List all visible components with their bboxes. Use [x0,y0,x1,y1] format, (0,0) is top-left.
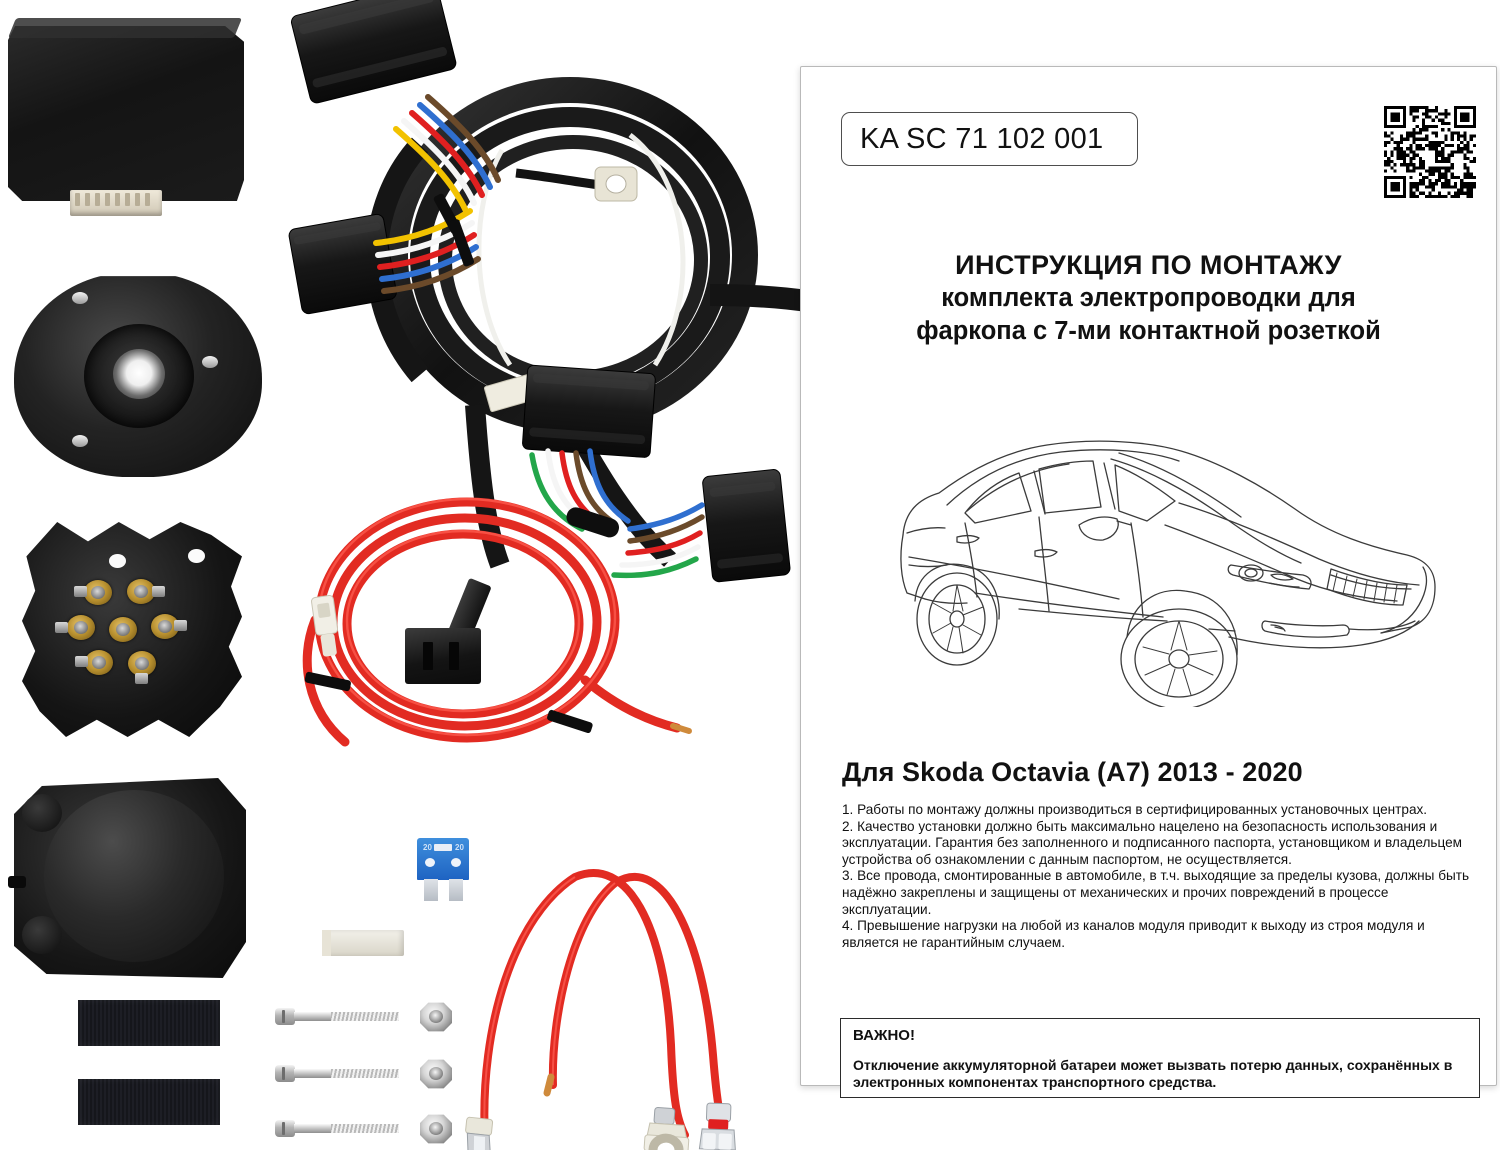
socket-hinge [22,916,62,954]
nut [420,1114,452,1144]
socket-terminal [85,650,113,675]
terminal-screw [174,620,187,631]
note-item: 1. Работы по монтажу должны производитьс… [842,802,1428,817]
socket-rear-terminals [22,522,242,737]
nut [420,1059,452,1089]
fuse-rating-right: 20 [455,843,464,852]
note-item: 3. Все провода, смонтированные в автомоб… [842,868,1470,917]
gasket-bolt-hole [72,435,88,447]
instruction-sheet: KA SC 71 102 001 ИНСТРУКЦИЯ ПО МОНТАЖУ к… [800,66,1497,1098]
control-module-body [8,26,244,201]
screw-head [275,1065,295,1082]
fuse-blade-leg [449,879,463,901]
socket-notch [8,876,26,888]
velcro-strip [78,1000,220,1046]
gasket-center-hole [113,349,165,399]
sku-box: KA SC 71 102 001 [841,112,1138,166]
fuse-slot [451,858,461,867]
skoda-octavia-line-drawing [879,407,1459,707]
control-module [7,10,258,216]
terminal-screw [55,622,68,633]
screw-head [275,1008,295,1025]
control-module-connector [70,190,162,216]
screw-head [275,1120,295,1137]
control-module-top-face [7,18,243,38]
rubber-gasket [14,272,262,477]
fuse-blade-leg [424,879,438,901]
qr-code-canvas [1384,106,1476,198]
fuse-holder-base [405,628,481,684]
important-title: ВАЖНО! [853,1027,915,1044]
screw [275,1065,399,1082]
socket-terminal [67,615,95,640]
screw-thread [331,1069,399,1078]
important-body: Отключение аккумуляторной батареи может … [853,1057,1453,1090]
fuse-holder-slot [423,642,433,670]
sku-text: KA SC 71 102 001 [860,122,1104,155]
socket-body-cover [8,768,258,993]
sheet-title-line1: ИНСТРУКЦИЯ ПО МОНТАЖУ [955,250,1342,280]
note-item: 2. Качество установки должно быть максим… [842,818,1463,867]
socket-mount-hole [109,554,126,568]
terminal-screw [75,656,88,667]
socket-cap [44,790,224,962]
nut [420,1002,452,1032]
screw-shank [294,1124,332,1133]
model-heading: Для Skoda Octavia (A7) 2013 - 2020 [842,757,1303,787]
red-jumper-wires [455,855,755,1150]
screw-shank [294,1012,332,1021]
socket-mount-hole [188,549,205,563]
socket-terminal [128,651,156,676]
fuse-holder-slot [449,642,459,670]
cable-clip [322,930,404,956]
screw-shank [294,1069,332,1078]
sheet-title-line2: комплекта электропроводки для [941,284,1356,313]
note-item: 4. Превышение нагрузки на любой из канал… [842,918,1425,950]
sheet-title: ИНСТРУКЦИЯ ПО МОНТАЖУ комплекта электроп… [801,249,1496,348]
velcro-strip [78,1079,220,1125]
fuse-rating-left: 20 [423,843,432,852]
socket-terminal [84,580,112,605]
notes-list: 1. Работы по монтажу должны производитьс… [842,802,1476,951]
screw-thread [331,1012,399,1021]
fuse-element-window [434,844,452,851]
socket-terminal [127,579,155,604]
socket-hinge [22,794,62,832]
red-power-cable [285,480,705,780]
gasket-bolt-hole [72,292,88,304]
blade-fuse: 20 20 [413,838,473,902]
terminal-screw [152,586,165,597]
screw-thread [331,1124,399,1133]
important-box: ВАЖНО! Отключение аккумуляторной батареи… [840,1018,1480,1098]
terminal-screw [135,673,148,684]
screw [275,1008,399,1025]
fuse-slot [425,858,435,867]
wiring-harness [270,0,873,645]
terminal-screw [74,586,87,597]
sheet-title-line3: фаркопа с 7-ми контактной розеткой [916,317,1381,346]
screw [275,1120,399,1137]
qr-code-icon [1384,106,1476,198]
fuse-holder [405,577,500,685]
socket-terminal [109,617,137,642]
gasket-bolt-hole [202,356,218,368]
